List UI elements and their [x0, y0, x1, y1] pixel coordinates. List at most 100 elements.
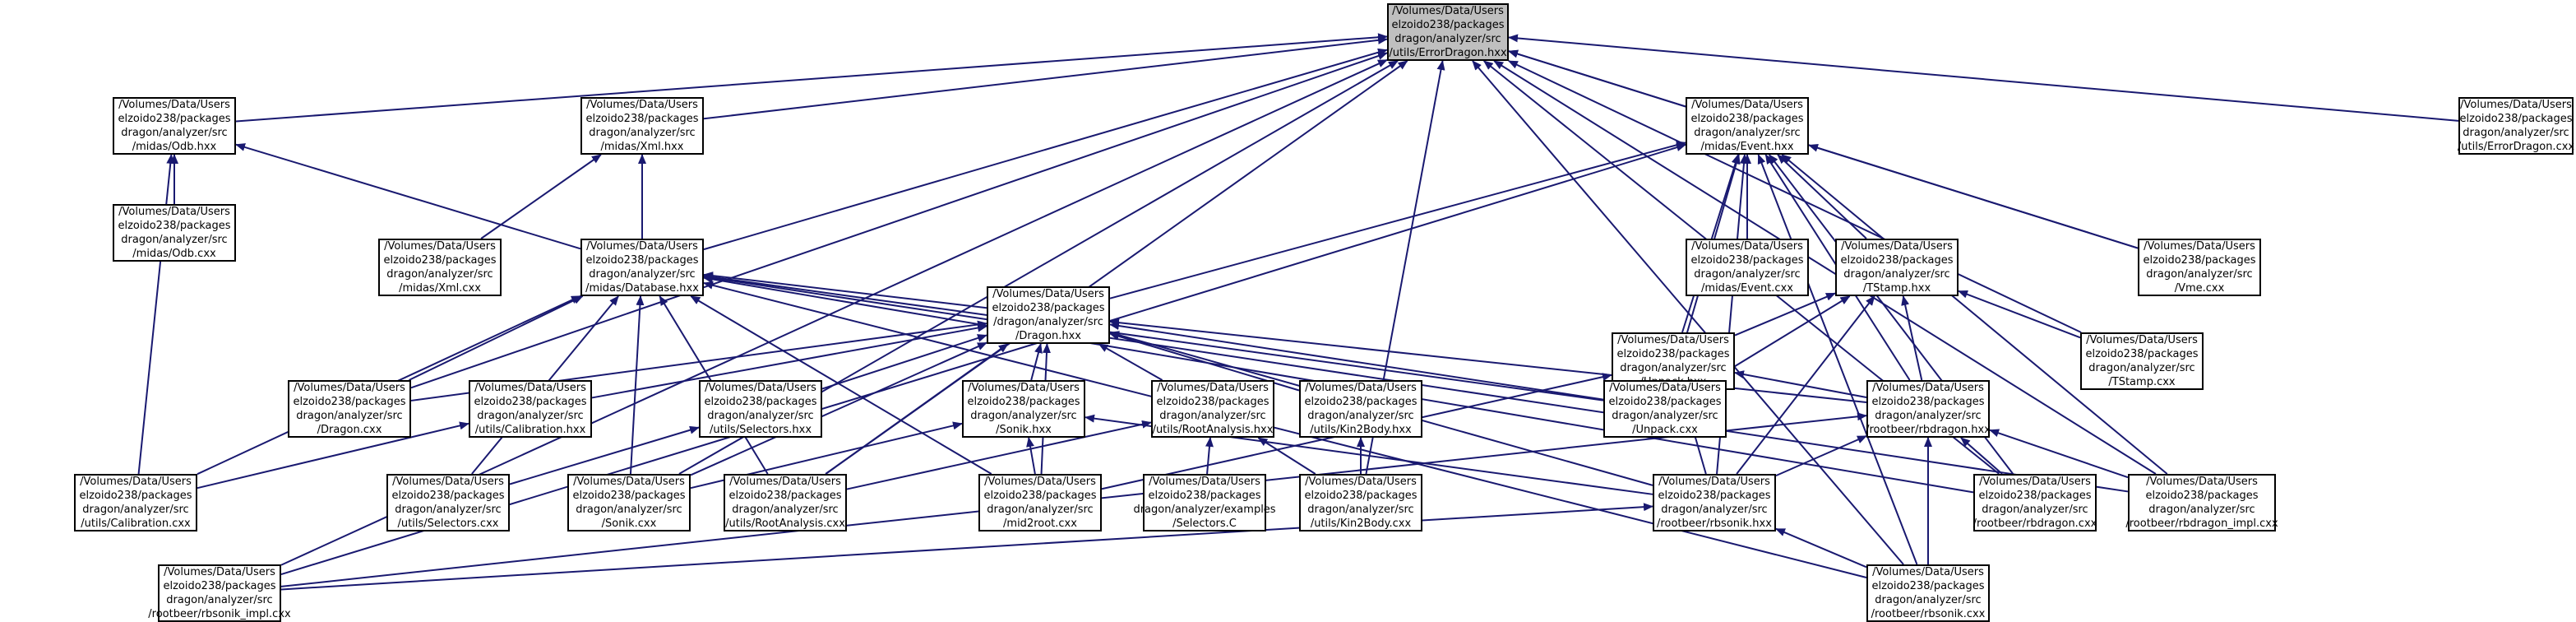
node-label-line: /rootbeer/rbsonik.cxx [1871, 608, 1986, 620]
node-label-line: elzoido238/packages [118, 113, 231, 125]
node-label-line: /Dragon.cxx [317, 424, 382, 436]
node-label-line: /rootbeer/rbsonik.hxx [1657, 518, 1772, 530]
node-label-line: dragon/analyzer/src [1612, 410, 1718, 422]
edge-xml-hxx-to-errordragon-hxx [703, 35, 1388, 120]
node-label-line: /Volumes/Data/Users [1872, 566, 1984, 578]
edge-odb-hxx-to-errordragon-hxx [235, 33, 1388, 123]
edge-vme-cxx-to-event-hxx [1808, 143, 2139, 249]
node-label-line: /Volumes/Data/Users [80, 476, 192, 488]
node-label-line: /Volumes/Data/Users [2086, 334, 2198, 346]
edge-rbsonik-impl-cxx-to-event-hxx [280, 143, 1686, 576]
edge-dragon-hxx-to-event-hxx [1109, 141, 1686, 299]
edge-selectors-hxx-to-dragon-hxx [821, 334, 987, 390]
edge-tstamp-cxx-to-tstamp-hxx [1958, 290, 2081, 339]
node-label-line: /Volumes/Data/Users [2146, 476, 2258, 488]
node-errordragon-cxx[interactable]: /Volumes/Data/Users elzoido238/packages dr… [2458, 97, 2574, 155]
node-label-line: elzoido238/packages [1690, 254, 1804, 267]
node-dragon-hxx[interactable]: /Volumes/Data/Users elzoido238/packages/d… [987, 286, 1110, 344]
node-label-line: /Volumes/Data/Users [2460, 99, 2572, 111]
node-label-line: elzoido238/packages [2459, 113, 2573, 125]
node-label-line: elzoido238/packages [992, 302, 1105, 314]
node-label-line: /Volumes/Data/Users [586, 240, 698, 253]
node-label-line: /Volumes/Data/Users [1658, 476, 1770, 488]
node-label-line: /rootbeer/rbdragon_impl.cxx [2125, 518, 2278, 530]
node-label-line: /utils/Selectors.hxx [709, 424, 812, 436]
node-label-line: /Volumes/Data/Users [984, 476, 1096, 488]
node-label-line: /utils/ErrorDragon.hxx [1389, 47, 1507, 59]
node-label-line: /utils/Calibration.hxx [474, 424, 586, 436]
node-label-line: /Volumes/Data/Users [1149, 476, 1260, 488]
node-label-line: elzoido238/packages [1871, 580, 1985, 592]
node-label-line: elzoido238/packages [2085, 348, 2199, 360]
node-label-line: dragon/analyzer/src [1394, 33, 1501, 45]
edge-rbsonik-cxx-to-event-hxx [1757, 154, 1918, 565]
edge-rbdragon-impl-cxx-to-errordragon-hxx [1493, 60, 2157, 475]
node-label-line: elzoido238/packages [383, 254, 497, 267]
node-label-line: /midas/Event.cxx [1701, 282, 1793, 295]
edge-rbdragon-hxx-to-tstamp-hxx [1901, 295, 1923, 381]
node-label-line: /Volumes/Data/Users [384, 240, 496, 253]
node-label-line: dragon/analyzer/src [2463, 127, 2569, 139]
node-label-line: /utils/RootAnalysis.cxx [725, 518, 845, 530]
node-label-line: /Volumes/Data/Users [1305, 476, 1417, 488]
edge-database-hxx-to-errordragon-hxx [703, 48, 1388, 251]
node-label-line: /rootbeer/rbdragon.cxx [1972, 518, 2097, 530]
node-label-line: dragon/analyzer/src [296, 410, 403, 422]
node-label-line: /mid2root.cxx [1003, 518, 1077, 530]
node-label-line: /midas/Xml.cxx [399, 282, 481, 295]
node-label-line: dragon/analyzer/src [1694, 127, 1801, 139]
node-label-line: elzoido238/packages [474, 396, 587, 408]
node-label-line: /Volumes/Data/Users [1691, 240, 1803, 253]
node-label-line: /Volumes/Data/Users [1872, 382, 1984, 394]
edge-rbsonik-hxx-to-rbdragon-hxx [1775, 434, 1867, 477]
node-label-line: /midas/Odb.cxx [132, 248, 216, 260]
node-label-line: dragon/analyzer/src [121, 234, 228, 246]
node-label-line: dragon/analyzer/src [82, 504, 189, 516]
node-label-line: dragon/analyzer/src [166, 594, 273, 606]
node-label-line: /TStamp.hxx [1862, 282, 1931, 295]
node-label-line: elzoido238/packages [1871, 396, 1985, 408]
node-label-line: /Volumes/Data/Users [992, 288, 1104, 300]
node-label-line: /Vme.cxx [2174, 282, 2225, 295]
edge-rbsonik-cxx-to-rbsonik-hxx [1775, 527, 1867, 569]
edge-kin2body-cxx-to-rootanalysis-hxx [1257, 437, 1316, 475]
node-label-line: elzoido238/packages [1658, 490, 1771, 502]
node-label-line: dragon/analyzer/src [576, 504, 682, 516]
node-label-line: /midas/Database.hxx [585, 282, 699, 295]
node-label-line: /dragon/analyzer/src [993, 316, 1103, 328]
node-label-line: /utils/Selectors.cxx [397, 518, 499, 530]
node-label-line: /utils/ErrorDragon.cxx [2457, 141, 2575, 153]
